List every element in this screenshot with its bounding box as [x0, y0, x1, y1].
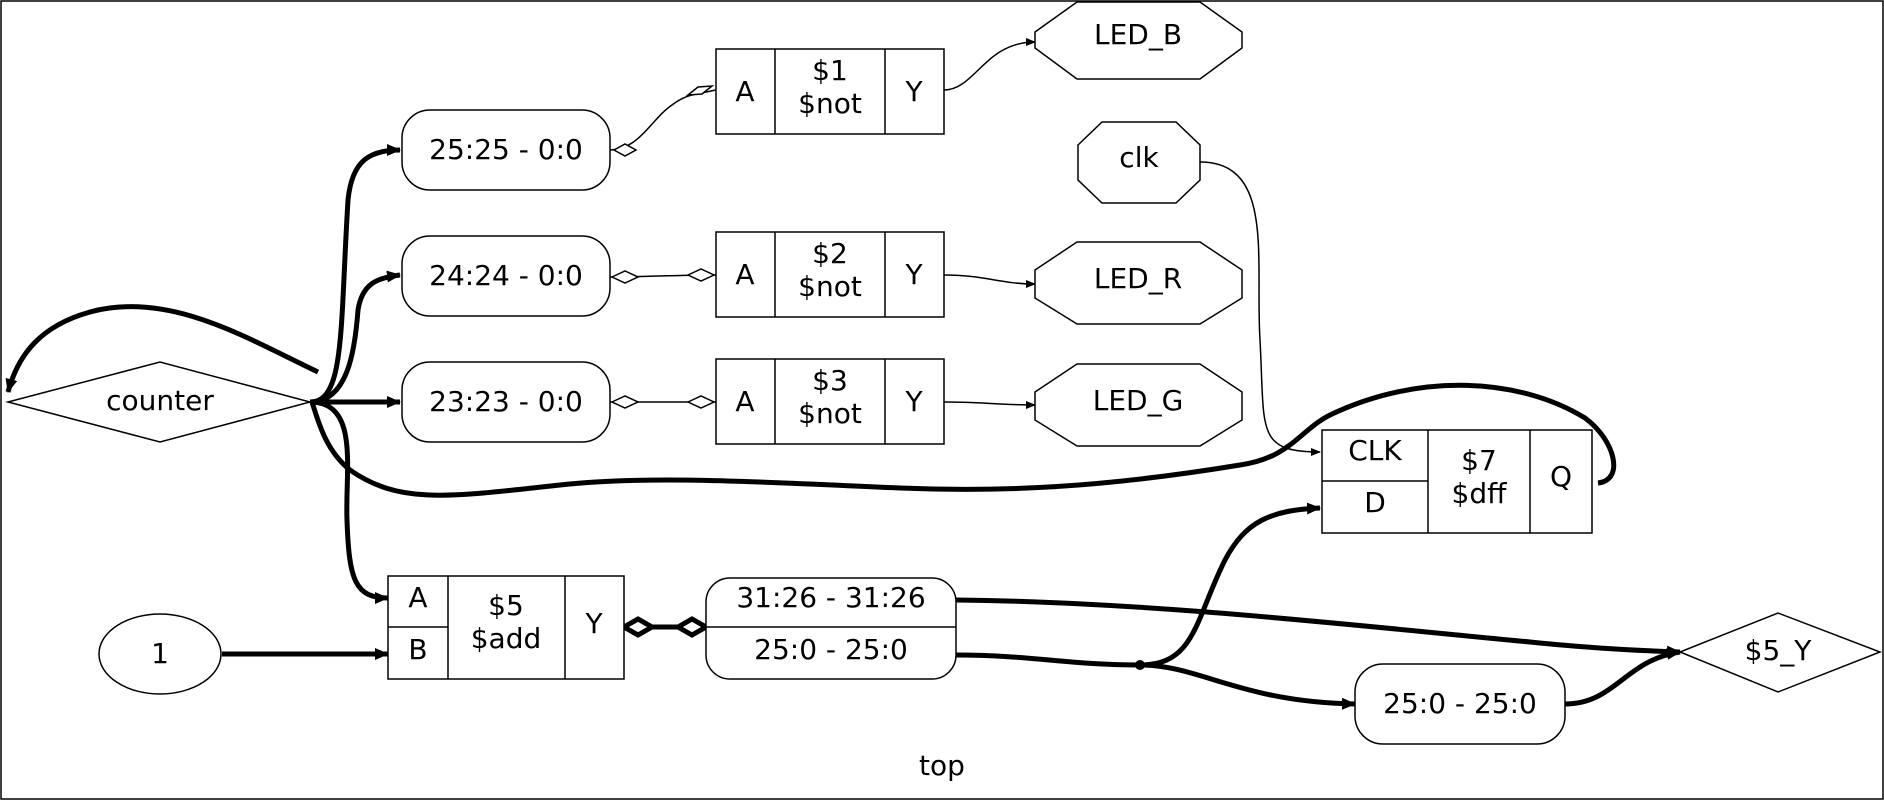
edge-not3-ledg [943, 400, 1036, 409]
edge-counter-slice24 [309, 270, 401, 405]
slice-low-label: 25:0 - 25:0 [1383, 687, 1537, 720]
dff-port-d: D [1364, 486, 1386, 519]
clk-node: clk [1077, 121, 1201, 204]
diamond-slice24-out [610, 270, 640, 284]
not2-id: $2 [812, 237, 848, 270]
counter-label: counter [106, 384, 214, 417]
add-type: $add [471, 622, 542, 655]
cell-add5: A B $5 $add Y [387, 575, 625, 680]
slice-24-label: 24:24 - 0:0 [429, 259, 583, 292]
not3-id: $3 [812, 364, 848, 397]
not3-type: $not [798, 397, 862, 430]
edge-split-lo-junction [955, 652, 1141, 668]
cell-not3: A $3 $not Y [715, 358, 945, 445]
cell-not1: A $1 $not Y [715, 48, 945, 135]
led-r-node: LED_R [1034, 241, 1243, 325]
dff-port-clk: CLK [1348, 434, 1402, 467]
not1-id: $1 [812, 54, 848, 87]
not1-port-a: A [735, 75, 754, 108]
slice-25-label: 25:25 - 0:0 [429, 133, 583, 166]
sig-5y-node: $5_Y [1677, 612, 1883, 693]
dff-port-q: Q [1550, 460, 1572, 493]
add-port-a: A [408, 581, 427, 614]
led-r-label: LED_R [1094, 262, 1182, 295]
slice-23-node: 23:23 - 0:0 [401, 361, 611, 443]
edge-not1-ledb [943, 38, 1036, 91]
add-port-y: Y [584, 607, 603, 640]
diamond-add-out [618, 616, 658, 638]
edge-split-hi-5y [955, 597, 1681, 658]
edge-counter-loop [5, 304, 320, 393]
split-hi-label: 31:26 - 31:26 [736, 581, 925, 614]
dff-id: $7 [1461, 444, 1497, 477]
led-b-node: LED_B [1034, 1, 1243, 80]
counter-node: counter [5, 361, 313, 443]
not1-port-y: Y [904, 75, 923, 108]
add-port-b: B [408, 633, 427, 666]
diamond-not2-in [686, 268, 716, 282]
not3-port-y: Y [904, 385, 923, 418]
diamond-not3-in [686, 395, 716, 409]
edge-junction-slicelow [1139, 662, 1356, 710]
edge-not2-ledr [943, 274, 1036, 288]
dff-type: $dff [1452, 477, 1508, 510]
not2-type: $not [798, 270, 862, 303]
diamond-not1-in [685, 85, 715, 96]
diamond-slice23-out [610, 395, 640, 409]
slice-low-node: 25:0 - 25:0 [1354, 663, 1566, 745]
const-one-label: 1 [151, 637, 169, 670]
diamond-slice25-out [612, 143, 638, 157]
led-g-node: LED_G [1034, 363, 1243, 447]
edge-counter-add-a [309, 399, 389, 604]
edge-junction-dff-d [1139, 502, 1321, 668]
led-b-label: LED_B [1094, 18, 1182, 51]
split-lo-label: 25:0 - 25:0 [754, 633, 908, 666]
slice-25-node: 25:25 - 0:0 [401, 109, 611, 191]
edge-slicelow-5y [1564, 647, 1681, 707]
cell-dff7: CLK D $7 $dff Q [1321, 429, 1593, 534]
not3-port-a: A [735, 385, 754, 418]
edge-dff-q-counter [309, 382, 1617, 498]
not2-port-a: A [735, 258, 754, 291]
led-g-label: LED_G [1093, 384, 1184, 417]
add-id: $5 [488, 589, 524, 622]
slice-24-node: 24:24 - 0:0 [401, 235, 611, 317]
cell-not2: A $2 $not Y [715, 231, 945, 318]
edge-decorations [610, 85, 1145, 670]
slice-23-label: 23:23 - 0:0 [429, 385, 583, 418]
edge-clk-dff [1199, 161, 1321, 456]
edge-counter-slice25 [309, 144, 401, 405]
sig-5y-label: $5_Y [1745, 634, 1813, 667]
const-one-node: 1 [98, 613, 222, 695]
not2-port-y: Y [904, 258, 923, 291]
split-node: 31:26 - 31:26 25:0 - 25:0 [705, 577, 957, 680]
clk-label: clk [1119, 141, 1159, 174]
not1-type: $not [798, 87, 862, 120]
junction-dot [1135, 660, 1145, 670]
graph-title: top [919, 749, 965, 782]
